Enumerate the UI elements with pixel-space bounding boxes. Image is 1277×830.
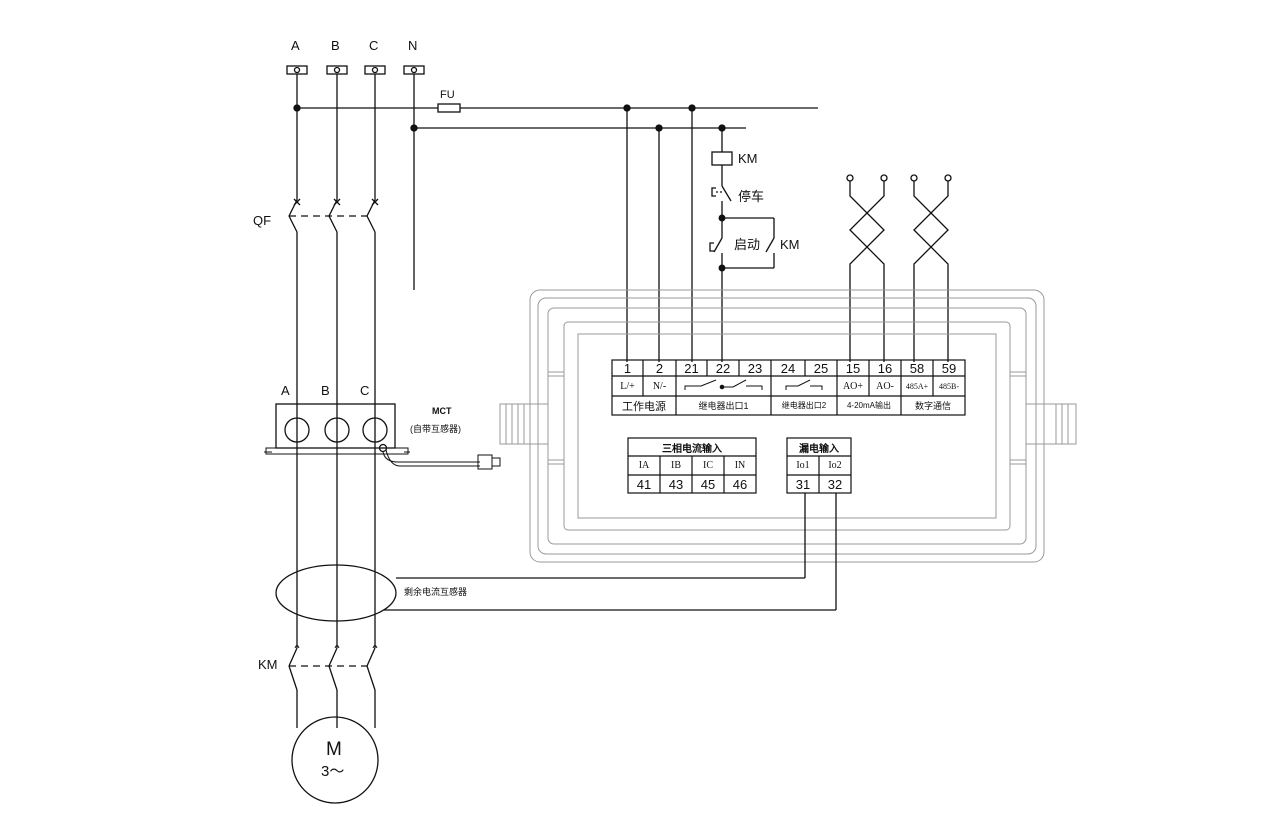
current-input-title: 三相电流输入 [662,443,722,455]
terminal-signal: AO+ [842,380,864,392]
leakage-input-terminal: 31 [795,476,811,492]
phase-label-n: N [408,38,418,53]
terminal-number: 58 [909,360,925,376]
terminal-number: 2 [655,360,664,376]
terminal-group: 继电器出口2 [781,401,827,410]
current-input-terminal: 43 [668,476,684,492]
motor [291,716,379,804]
terminal-signal: AO- [876,380,894,392]
current-input-terminal: 45 [700,476,716,492]
terminal-group: 4-20mA输出 [846,401,891,410]
breaker-qf [288,198,379,233]
terminal-block-grid [611,359,966,416]
twisted-pair-485 [910,174,952,362]
supply-terminals [286,65,425,75]
terminal-signal: L/+ [620,380,635,392]
leakage-input-grid [786,437,852,494]
ct-phase-label-b: B [321,383,330,398]
motor-sublabel: 3～ [321,763,345,780]
phase-label-a: A [291,38,300,53]
ct-phase-label-c: C [360,383,370,398]
ct-note: (自带互感器) [410,424,461,434]
leakage-input-title: 漏电输入 [799,443,839,455]
residual-ct [275,493,837,622]
terminal-number: 1 [623,360,632,376]
current-input-terminal: 41 [636,476,652,492]
twisted-pair-ao [846,174,888,362]
terminal-signal: 485A+ [905,381,929,391]
km-coil [711,151,733,166]
ct-connector [477,454,493,470]
terminal-number: 22 [715,360,731,376]
terminal-group: 继电器出口1 [698,401,749,411]
breaker-label: QF [253,213,272,228]
current-input-terminal: 46 [732,476,748,492]
current-input-signal: IB [671,460,681,471]
terminal-number: 15 [845,360,861,376]
leakage-input-signal: Io1 [796,460,810,471]
fuse [437,103,461,113]
phase-conductors [296,74,415,728]
terminal-number: 16 [877,360,893,376]
contactor-km [288,645,378,691]
terminal-signal: 485B- [939,381,959,391]
residual-ct-label: 剩余电流互感器 [404,587,468,597]
holding-contact-label: KM [780,237,800,252]
motor-label: M [326,739,342,760]
phase-label-c: C [369,38,379,53]
leakage-input-terminal: 32 [827,476,843,492]
leakage-input-signal: Io2 [828,460,842,471]
current-input-signal: IC [703,460,713,471]
terminal-signal: N/- [652,380,667,392]
fuse-label: FU [440,89,455,101]
terminal-number: 59 [941,360,957,376]
start-button-label: 启动 [734,237,761,252]
ct-module [264,403,501,470]
supply-wires [626,108,693,362]
coil-label: KM [738,151,758,166]
terminal-number: 25 [813,360,829,376]
device-housing [499,289,1077,563]
control-circuit [709,128,775,362]
stop-button-label: 停车 [738,189,765,204]
relay-contact-symbols [684,379,823,390]
terminal-number: 23 [747,360,763,376]
current-input-grid [627,437,757,494]
phase-label-b: B [331,38,340,53]
terminal-number: 21 [684,360,699,376]
ct-name: MCT [432,406,452,416]
terminal-group: 数字通信 [914,401,951,411]
contactor-label: KM [258,657,278,672]
ct-phase-label-a: A [281,383,290,398]
current-input-signal: IA [638,460,650,471]
terminal-number: 24 [780,360,796,376]
terminal-group: 工作电源 [622,400,666,413]
control-busbars [293,103,818,132]
current-input-signal: IN [734,460,746,471]
